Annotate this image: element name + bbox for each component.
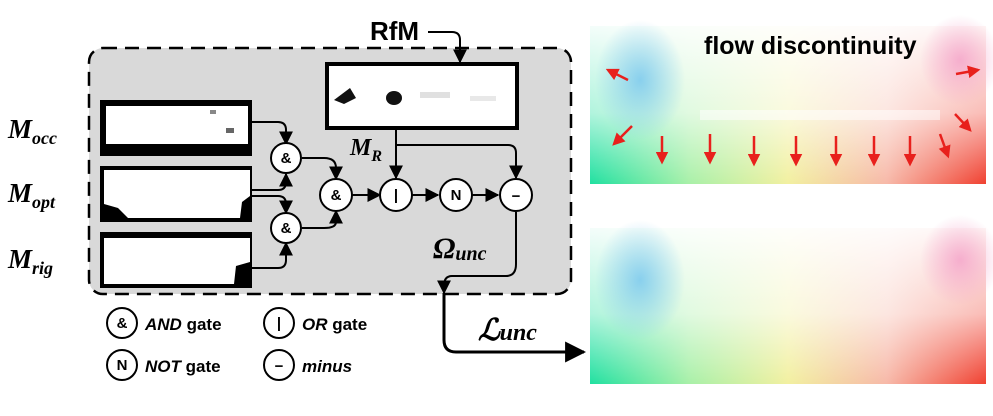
m-rig-label: Mrig [7, 244, 53, 278]
red-arrow [612, 125, 633, 146]
svg-text:&: & [281, 220, 292, 237]
svg-text:N: N [451, 187, 462, 204]
mrig-to-and2 [252, 241, 293, 269]
omega-to-loss-arrow [442, 293, 587, 363]
or-gate: | [379, 178, 413, 212]
legend-and: & AND gate [106, 307, 222, 339]
svg-text:&: & [331, 187, 342, 204]
svg-text:|: | [277, 315, 281, 332]
red-arrow [955, 65, 981, 78]
discontinuity-arrows [605, 65, 981, 167]
minus-to-omega [437, 212, 517, 295]
and-gate-3: & [319, 178, 353, 212]
omega-unc-label: Ωunc [433, 232, 487, 265]
mr-to-minus [396, 144, 523, 180]
red-arrow [954, 113, 972, 132]
svg-text:&: & [117, 315, 128, 332]
legend-or: | OR gate [263, 307, 367, 339]
loss-unc-label: ℒunc [478, 314, 537, 347]
svg-text:−: − [512, 188, 521, 205]
rfm-to-mr-arrow [428, 31, 467, 64]
flow-image-bottom [590, 215, 993, 384]
mask-opt-thumbnail [100, 166, 252, 222]
svg-text:NOT gate: NOT gate [145, 357, 221, 376]
svg-text:AND gate: AND gate [144, 315, 222, 334]
mask-rig-thumbnail [100, 232, 252, 288]
mask-r-thumbnail [325, 62, 519, 130]
flow-discontinuity-title: flow discontinuity [704, 32, 917, 60]
flow-image-top [590, 15, 993, 184]
svg-text:minus: minus [302, 357, 352, 376]
and-gate-2: & [270, 212, 302, 244]
legend-minus: − minus [263, 349, 352, 381]
svg-text:&: & [281, 150, 292, 167]
m-occ-label: Mocc [7, 114, 57, 148]
mopt-to-and1 [252, 172, 293, 191]
not-gate: N [439, 178, 473, 212]
m-r-label: MR [349, 135, 382, 165]
and2-to-and3 [302, 209, 343, 229]
minus-gate: − [499, 178, 533, 212]
connection-lines [252, 31, 587, 363]
svg-text:|: | [394, 187, 398, 204]
mask-occ-thumbnail [100, 100, 252, 156]
red-arrow [605, 68, 629, 82]
red-arrow [938, 133, 951, 159]
svg-text:N: N [117, 357, 128, 374]
legend: & AND gate | OR gate N NOT gate − minus [106, 307, 367, 381]
and1-to-and3 [302, 157, 343, 181]
svg-text:OR gate: OR gate [302, 315, 367, 334]
mopt-to-and2 [252, 195, 293, 215]
legend-not: N NOT gate [106, 349, 221, 381]
m-opt-label: Mopt [7, 178, 56, 212]
and-gate-1: & [270, 142, 302, 174]
svg-text:−: − [275, 358, 284, 375]
rfm-label: RfM [370, 16, 419, 46]
mocc-to-and1 [252, 121, 293, 146]
